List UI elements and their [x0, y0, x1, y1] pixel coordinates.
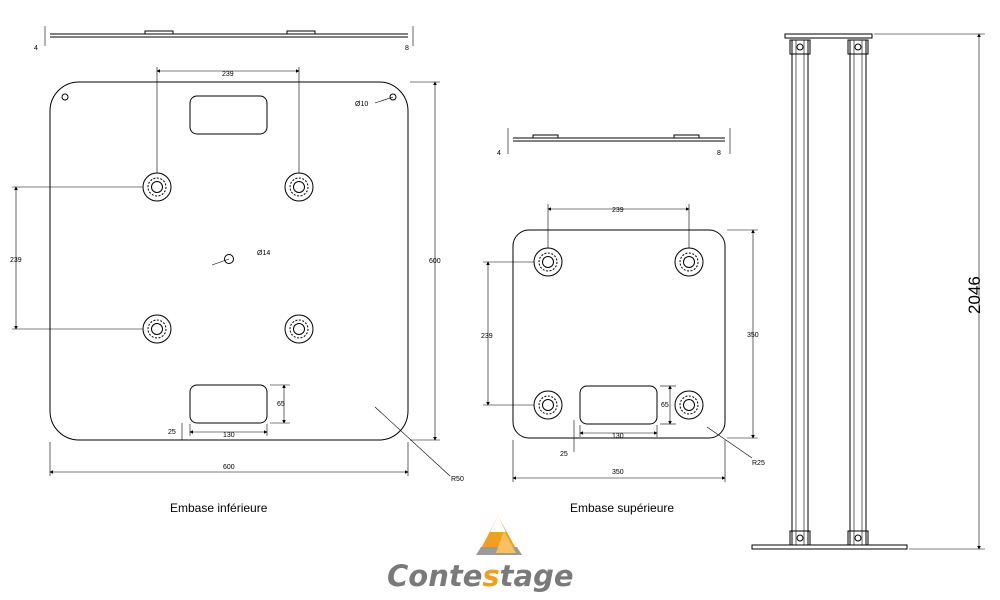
upper-edge-dim-left: 4 — [497, 150, 501, 157]
lower-slot-offset: 25 — [168, 429, 176, 436]
lower-height: 600 — [429, 258, 441, 265]
upper-height: 350 — [747, 332, 759, 339]
bolt-hole — [142, 172, 172, 202]
bolt-hole — [674, 247, 704, 277]
lower-width: 600 — [223, 464, 235, 471]
lower-edge-view: 4 8 — [34, 26, 414, 52]
bolt-hole — [533, 390, 563, 420]
logo-triangle-icon — [476, 516, 522, 555]
lower-edge-dim-left: 4 — [34, 45, 38, 52]
upper-width: 350 — [612, 469, 624, 476]
lower-bolt-holes — [142, 172, 314, 344]
upper-bolt-holes — [533, 247, 704, 420]
upper-hole-spacing-y: 239 — [481, 333, 493, 340]
bolt-hole — [533, 247, 563, 277]
logo-wordmark: Contestage — [387, 559, 574, 593]
side-view: 2046 — [751, 33, 985, 550]
lower-caption: Embase inférieure — [170, 501, 268, 515]
lower-plate — [49, 81, 409, 441]
lower-hole-spacing-x: 239 — [222, 71, 234, 78]
lower-corner-radius: R50 — [451, 476, 464, 483]
bolt-hole — [142, 314, 172, 344]
side-total-height: 2046 — [965, 276, 984, 314]
lower-base-view: 4 8 Ø10 — [10, 26, 464, 515]
upper-edge-dim-right: 8 — [717, 150, 721, 157]
bolt-hole — [284, 172, 314, 202]
lower-small-hole-label: Ø10 — [355, 101, 368, 108]
upper-corner-radius: R25 — [752, 460, 765, 467]
truss-tube-left — [789, 39, 811, 546]
upper-plate — [512, 229, 726, 439]
bolt-hole — [674, 390, 704, 420]
lower-hole-spacing-y: 239 — [10, 257, 22, 264]
upper-edge-view: 4 8 — [497, 128, 731, 157]
bolt-hole — [284, 314, 314, 344]
logo-text-pre: Conte — [387, 559, 482, 593]
logo-text-accent: s — [482, 559, 499, 593]
upper-slot-width: 130 — [612, 433, 624, 440]
lower-center-hole-label: Ø14 — [257, 250, 270, 257]
upper-slot — [579, 385, 658, 425]
upper-slot-offset: 25 — [560, 451, 568, 458]
contestage-logo: Contestage — [387, 516, 574, 593]
logo-text-post: tage — [500, 559, 574, 593]
upper-base-view: 4 8 — [481, 128, 765, 515]
truss-tube-right — [847, 39, 869, 546]
lower-slot-height: 65 — [277, 401, 285, 408]
upper-caption: Embase supérieure — [570, 501, 674, 515]
lower-edge-dim-right: 8 — [405, 45, 409, 52]
lower-bottom-slot — [189, 384, 268, 424]
lower-top-slot — [189, 95, 268, 135]
upper-hole-spacing-x: 239 — [612, 207, 624, 214]
lower-slot-width: 130 — [223, 432, 235, 439]
upper-slot-height: 65 — [661, 402, 669, 409]
